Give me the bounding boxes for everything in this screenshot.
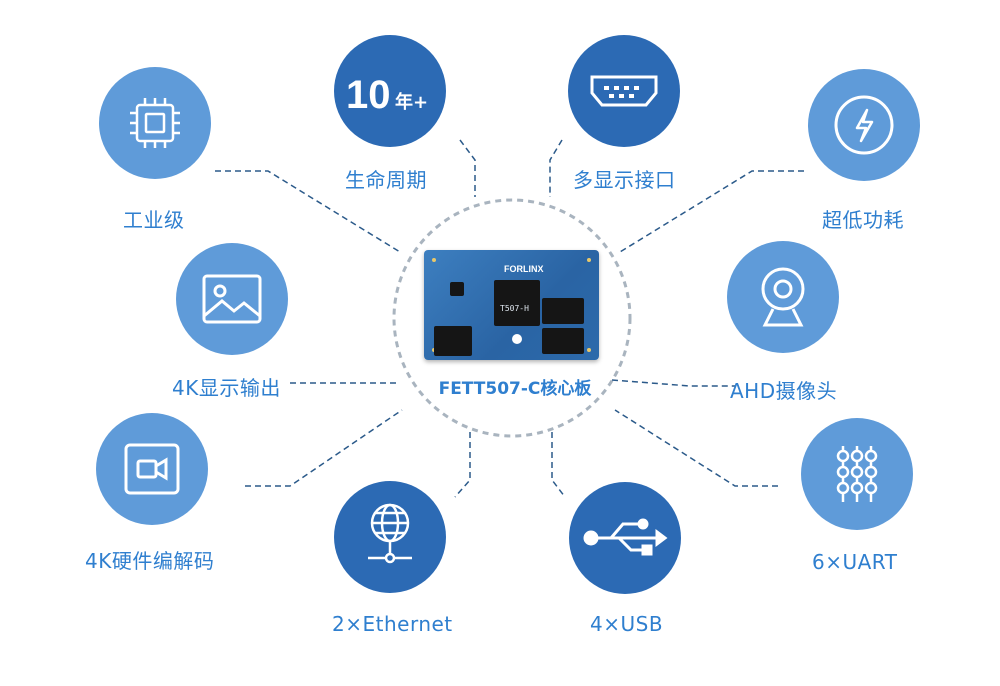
uart-pins-icon [836, 446, 878, 502]
hdmi-port-icon [590, 75, 658, 107]
label-multi-display: 多显示接口 [573, 168, 676, 192]
connector-lines [215, 139, 804, 498]
memory-chip-1 [542, 298, 584, 324]
label-4k-display: 4K显示输出 [172, 376, 281, 400]
board-marker [512, 334, 522, 344]
pmic-chip [450, 282, 464, 296]
cpu-chip-icon [130, 98, 180, 148]
label-ahd-camera: AHD摄像头 [730, 379, 838, 403]
label-low-power: 超低功耗 [822, 208, 904, 232]
ten-years-plus-icon: 10 年+ [346, 73, 428, 117]
ten-years-suffix: 年+ [395, 91, 428, 113]
connector-uart [614, 409, 778, 487]
usb-symbol-icon [583, 518, 668, 556]
webcam-icon [761, 267, 805, 327]
memory-chip-2 [542, 328, 584, 354]
emmc-chip [434, 326, 472, 356]
connector-4k-codec [245, 409, 403, 487]
circle-industrial [99, 67, 211, 179]
connector-lifecycle [459, 139, 476, 197]
connector-low-power [619, 170, 804, 253]
connector-ethernet [454, 432, 471, 498]
label-lifecycle: 生命周期 [345, 168, 427, 192]
board-brand: FORLINX [504, 264, 544, 274]
circle-low-power [808, 69, 920, 181]
globe-network-icon [368, 503, 412, 564]
image-icon [202, 274, 262, 324]
main-soc-chip: T507-H [494, 280, 540, 326]
lightning-bolt-icon [834, 95, 894, 155]
connector-multi-display [549, 139, 563, 197]
label-usb: 4×USB [590, 612, 664, 636]
circle-lifecycle [334, 35, 446, 147]
circle-multi-display [568, 35, 680, 147]
label-ethernet: 2×Ethernet [332, 612, 453, 636]
core-board-title: FETT507-C核心板 [438, 379, 592, 399]
video-camera-icon [124, 443, 180, 495]
connector-usb [551, 432, 566, 498]
core-board-image: T507-H FORLINX [424, 250, 599, 360]
connector-industrial [215, 170, 401, 253]
circle-4k-display [176, 243, 288, 355]
circle-4k-codec [96, 413, 208, 525]
label-industrial: 工业级 [123, 208, 185, 232]
ten-years-number: 10 [346, 73, 391, 117]
label-uart: 6×UART [812, 550, 898, 574]
circle-ethernet [334, 481, 446, 593]
label-4k-codec: 4K硬件编解码 [85, 549, 215, 573]
connector-ahd-camera [611, 379, 735, 387]
